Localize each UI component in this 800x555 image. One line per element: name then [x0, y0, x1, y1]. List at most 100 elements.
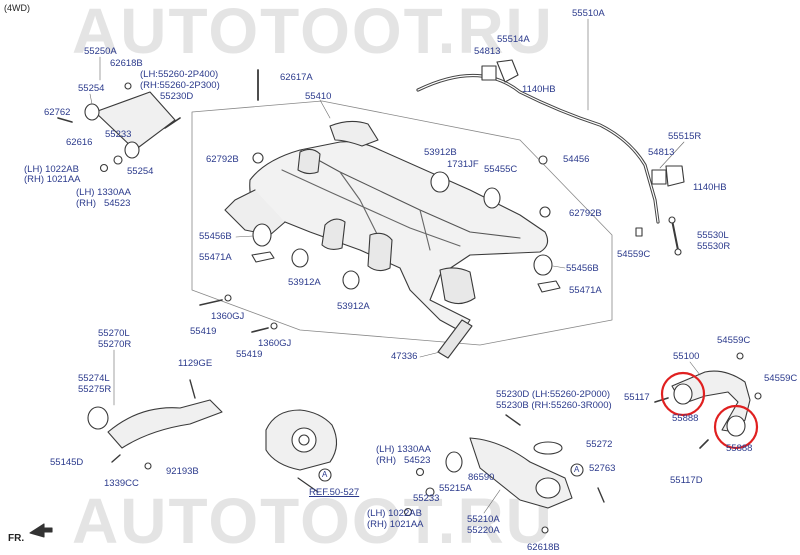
part-label-62792b-right[interactable]: 62792B [569, 208, 602, 219]
part-label-55471a-right[interactable]: 55471A [569, 285, 602, 296]
bushing-55456b-left [252, 223, 272, 247]
part-label-lh-1022ab-bottom[interactable]: (LH) 1022AB [367, 508, 422, 519]
part-label-lh-1330aa[interactable]: (LH) 1330AA [76, 187, 131, 198]
part-label-55230d-bottom[interactable]: 55230D (LH:55260-2P000) [496, 389, 611, 400]
part-label-53912a-a[interactable]: 53912A [288, 277, 321, 288]
part-label-1140hb-right[interactable]: 1140HB [693, 182, 727, 193]
part-label-55117d[interactable]: 55117D [670, 475, 703, 486]
part-label-55250a[interactable]: 55250A [84, 46, 117, 57]
variant-label: (4WD) [4, 3, 30, 13]
nut-1022ab-bottom [403, 507, 413, 517]
part-label-62617a[interactable]: 62617A [280, 72, 313, 83]
part-label-55230d-top[interactable]: 55230D [160, 91, 194, 102]
part-label-54559c-upper[interactable]: 54559C [717, 335, 751, 346]
part-label-62616[interactable]: 62616 [66, 137, 93, 148]
part-label-54813-top[interactable]: 54813 [474, 46, 501, 57]
nut-54559c-upper [736, 352, 744, 360]
part-label-55471a-left[interactable]: 55471A [199, 252, 232, 263]
part-label-55145d[interactable]: 55145D [50, 457, 84, 468]
part-label-1129ge[interactable]: 1129GE [178, 358, 213, 369]
stabilizer-bushing-top [481, 65, 497, 81]
watermark-top: AUTOTOOT.RU [72, 0, 554, 67]
bolt-55230d-top [164, 117, 181, 129]
part-label-55100[interactable]: 55100 [673, 351, 700, 362]
bolt-55419-b [251, 327, 269, 333]
part-label-rh-54523-bottom[interactable]: (RH) 54523 [376, 455, 431, 466]
part-label-1140hb-top[interactable]: 1140HB [522, 84, 556, 95]
washer-55233-bottom [425, 487, 435, 497]
part-label-rh-1021aa[interactable]: (RH) 1021AA [24, 174, 81, 185]
part-label-55456b-left[interactable]: 55456B [199, 231, 232, 242]
part-label-86590[interactable]: 86590 [468, 472, 495, 483]
part-label-55275r[interactable]: 55275R [78, 384, 112, 395]
leader-55410 [319, 99, 331, 119]
part-label-55530l[interactable]: 55530L [697, 230, 729, 241]
part-label-62618b-top[interactable]: 62618B [110, 58, 143, 69]
part-label-62792b-left[interactable]: 62792B [206, 154, 239, 165]
assist-arm-bushing-upper [673, 383, 693, 405]
part-label-62618b-bottom[interactable]: 62618B [527, 542, 560, 553]
part-label-53912a-b[interactable]: 53912A [337, 301, 370, 312]
part-label-rh-54523[interactable]: (RH) 54523 [76, 198, 131, 209]
part-label-55254-a[interactable]: 55254 [78, 83, 105, 94]
part-label-55233-bottom[interactable]: 55233 [413, 493, 440, 504]
bolt-52763 [597, 487, 605, 503]
part-label-55510a[interactable]: 55510A [572, 8, 605, 19]
part-label-lh-55260-2p400[interactable]: (LH:55260-2P400) [140, 69, 219, 80]
part-label-55888-upper[interactable]: 55888 [672, 413, 699, 424]
part-label-55272[interactable]: 55272 [586, 439, 613, 450]
part-label-54559c-mid[interactable]: 54559C [617, 249, 651, 260]
part-label-54456[interactable]: 54456 [563, 154, 590, 165]
part-label-55410[interactable]: 55410 [305, 91, 332, 102]
leader-55210a [483, 489, 501, 514]
part-label-55274l[interactable]: 55274L [78, 373, 110, 384]
bolt-62618b-bottom [541, 526, 549, 534]
part-label-1360gj-b[interactable]: 1360GJ [258, 338, 292, 349]
part-label-62762[interactable]: 62762 [44, 107, 71, 118]
part-label-1339cc[interactable]: 1339CC [104, 478, 139, 489]
part-label-lh-1022ab[interactable]: (LH) 1022AB [24, 164, 79, 175]
nut-54559c-mid [635, 227, 643, 237]
part-label-55455c[interactable]: 55455C [484, 164, 518, 175]
part-label-55254-b[interactable]: 55254 [127, 166, 154, 177]
part-label-54559c-right[interactable]: 54559C [764, 373, 798, 384]
part-label-47336[interactable]: 47336 [391, 351, 418, 362]
section-mark-right: A [574, 465, 580, 474]
part-label-55220a[interactable]: 55220A [467, 525, 500, 536]
washer-55254 [113, 155, 123, 165]
part-label-55456b-right[interactable]: 55456B [566, 263, 599, 274]
part-label-55419-b[interactable]: 55419 [236, 349, 263, 360]
part-label-55215a[interactable]: 55215A [439, 483, 472, 494]
part-label-55233-top[interactable]: 55233 [105, 129, 132, 140]
part-label-55270r[interactable]: 55270R [98, 339, 132, 350]
part-label-54813-right[interactable]: 54813 [648, 147, 675, 158]
part-label-rh-1021aa-bottom[interactable]: (RH) 1021AA [367, 519, 424, 530]
part-label-rh-55260-2p300[interactable]: (RH:55260-2P300) [140, 80, 220, 91]
section-circle-a-left [318, 468, 332, 482]
part-label-55888-lower[interactable]: 55888 [726, 443, 753, 454]
upper-arm-bushing-a [84, 103, 100, 121]
part-label-52763[interactable]: 52763 [589, 463, 616, 474]
part-label-55270l[interactable]: 55270L [98, 328, 130, 339]
highlight-circle-lower [713, 404, 759, 450]
part-label-1731jf[interactable]: 1731JF [447, 159, 479, 170]
crossmember-arm-right [329, 120, 379, 147]
reference-link[interactable]: REF.50-527 [309, 487, 360, 498]
lower-arm-bushing [445, 451, 463, 473]
part-label-53912b[interactable]: 53912B [424, 147, 457, 158]
highlight-circle-upper [660, 371, 706, 417]
part-label-92193b[interactable]: 92193B [166, 466, 199, 477]
part-label-lh-1330aa-bottom[interactable]: (LH) 1330AA [376, 444, 431, 455]
part-label-55530r[interactable]: 55530R [697, 241, 731, 252]
part-label-1360gj-a[interactable]: 1360GJ [211, 311, 245, 322]
part-label-55419-a[interactable]: 55419 [190, 326, 217, 337]
part-label-55210a[interactable]: 55210A [467, 514, 500, 525]
part-label-55117-upper[interactable]: 55117 [624, 392, 650, 403]
part-label-55515r[interactable]: 55515R [668, 131, 702, 142]
part-label-55514a[interactable]: 55514A [497, 34, 530, 45]
bolt-62762 [57, 117, 73, 123]
part-label-55230b-bottom[interactable]: 55230B (RH:55260-3R000) [496, 400, 612, 411]
section-mark-left: A [322, 470, 328, 479]
crossmember-web-3 [339, 171, 431, 251]
